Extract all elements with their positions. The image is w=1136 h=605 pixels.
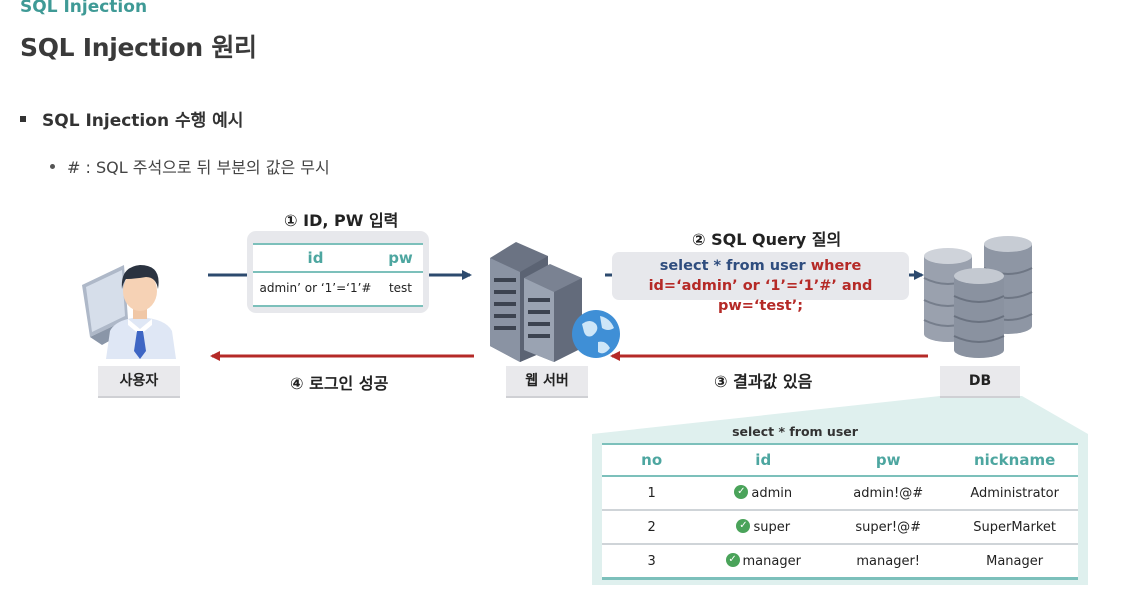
dot-bullet-icon <box>50 164 55 169</box>
cell-id-text: super <box>753 519 791 535</box>
page-title: SQL Injection 원리 <box>20 33 257 62</box>
cell-nickname: SuperMarket <box>951 510 1078 545</box>
cell-id: ✓admin <box>701 476 826 511</box>
database-icon <box>923 236 1033 358</box>
bullet-main-text: SQL Injection 수행 예시 <box>42 111 244 131</box>
table-row: 3 ✓manager manager! Manager <box>602 544 1078 580</box>
user-icon <box>82 265 176 359</box>
step4-label: ④ 로그인 성공 <box>290 374 389 393</box>
result-caption-text: select * from user <box>732 424 858 439</box>
db-label: DB <box>940 366 1020 398</box>
input-pw-value: test <box>388 281 413 295</box>
query-part1: select * from user <box>659 258 811 274</box>
bullet-sub-text: # : SQL 주석으로 뒤 부분의 값은 무시 <box>67 158 330 177</box>
cell-id-text: manager <box>742 553 801 569</box>
result-caption: select * from user <box>592 424 1136 439</box>
cell-nickname: Manager <box>951 544 1078 580</box>
cell-nickname: Administrator <box>951 476 1078 511</box>
section-label: SQL Injection <box>20 0 148 17</box>
db-cylinder-front <box>953 268 1005 358</box>
check-icon: ✓ <box>736 519 751 533</box>
cell-no: 1 <box>602 476 702 511</box>
bullet-sub: # : SQL 주석으로 뒤 부분의 값은 무시 <box>50 154 330 178</box>
input-pw-header: pw <box>388 249 413 267</box>
step2-label: ② SQL Query 질의 <box>692 230 842 249</box>
bullet-main: SQL Injection 수행 예시 <box>20 106 243 131</box>
col-header-no: no <box>602 443 702 477</box>
col-header-pw: pw <box>825 443 952 477</box>
result-table: no id pw nickname 1 ✓admin admin!@# Admi… <box>602 443 1078 580</box>
square-bullet-icon <box>20 116 26 122</box>
cell-pw: manager! <box>825 544 952 580</box>
col-header-nickname: nickname <box>951 443 1078 477</box>
check-icon: ✓ <box>725 553 740 567</box>
cell-pw: super!@# <box>825 510 952 545</box>
cell-no: 2 <box>602 510 702 545</box>
cell-pw: admin!@# <box>825 476 952 511</box>
query-line2: id=‘admin’ or ‘1’=‘1’#’ and pw=‘test’; <box>648 278 873 314</box>
web-server-icon <box>490 242 620 362</box>
col-header-id: id <box>701 443 826 477</box>
query-part2: where <box>810 258 862 274</box>
step3-label: ③ 결과값 있음 <box>714 372 813 391</box>
cell-id-text: admin <box>751 485 793 501</box>
sql-query-box: select * from user where id=‘admin’ or ‘… <box>612 252 909 314</box>
db-callout-shape <box>592 396 1088 434</box>
table-row: 2 ✓super super!@# SuperMarket <box>602 510 1078 545</box>
user-label: 사용자 <box>98 366 180 398</box>
cell-no: 3 <box>602 544 702 580</box>
cell-id: ✓super <box>701 510 826 545</box>
table-header-row: no id pw nickname <box>602 443 1078 477</box>
step1-label: ① ID, PW 입력 <box>284 211 399 230</box>
check-icon: ✓ <box>734 485 749 499</box>
id-pw-input-box: id pw admin’ or ‘1’=‘1’# test <box>247 231 429 313</box>
webserver-label: 웹 서버 <box>506 366 588 398</box>
input-id-header: id <box>307 249 324 267</box>
cell-id: ✓manager <box>701 544 826 580</box>
input-id-value: admin’ or ‘1’=‘1’# <box>259 281 372 295</box>
table-row: 1 ✓admin admin!@# Administrator <box>602 476 1078 511</box>
